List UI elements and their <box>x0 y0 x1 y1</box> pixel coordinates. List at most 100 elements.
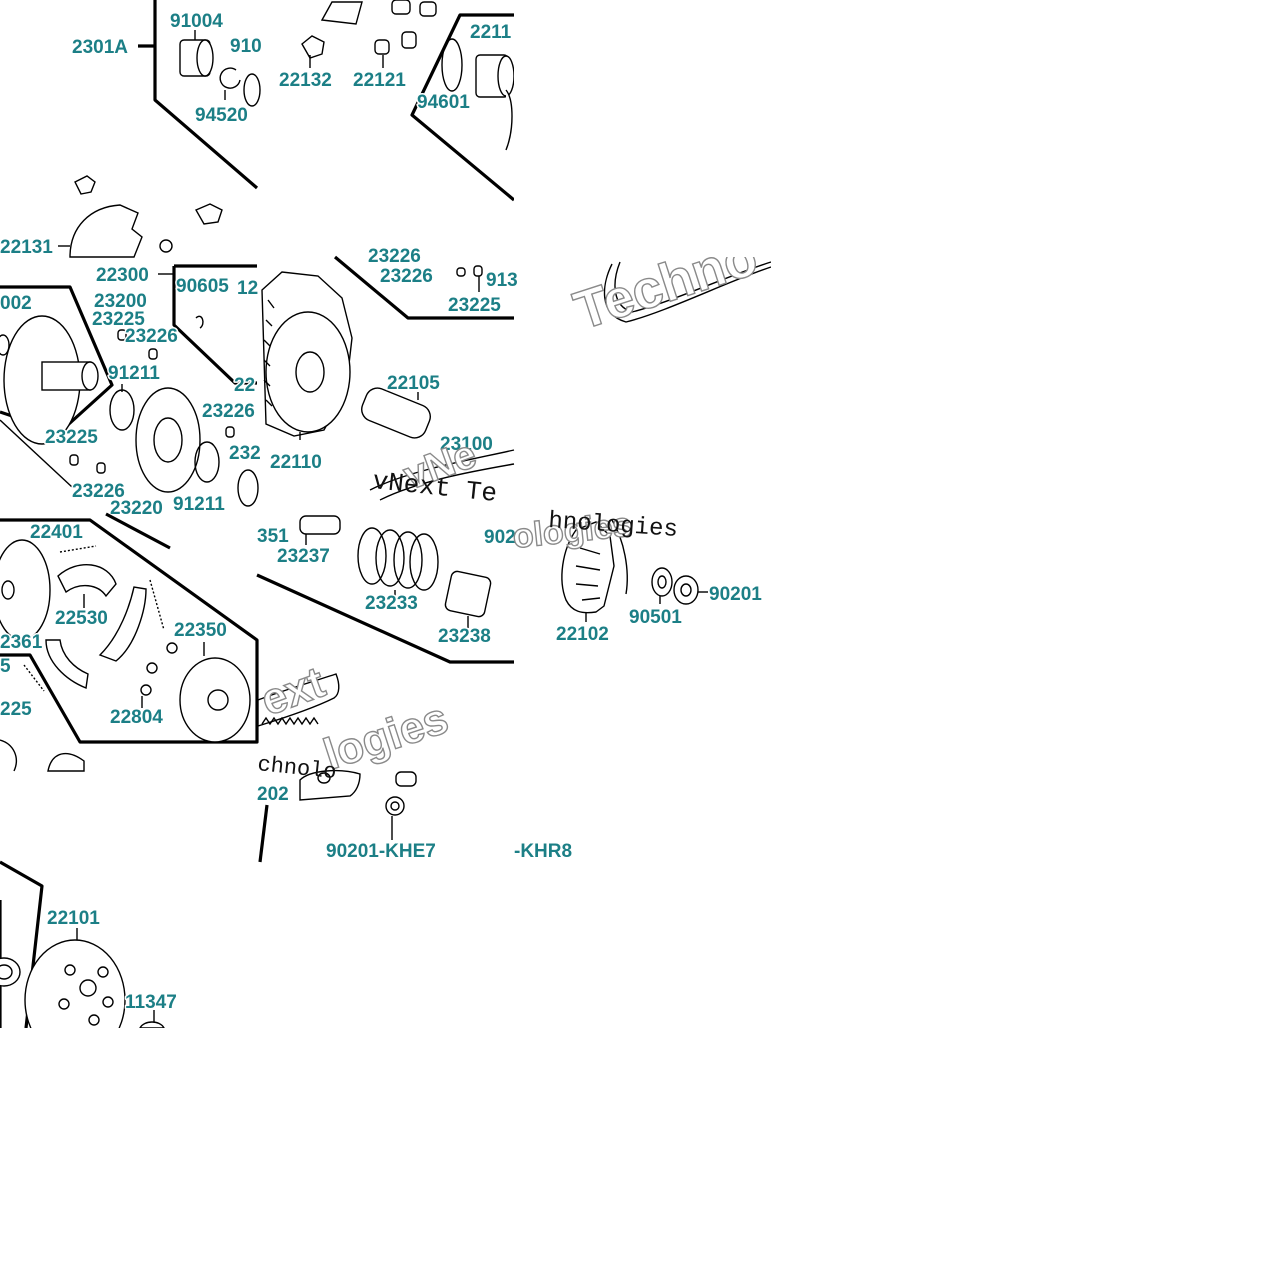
roller-part <box>419 1 437 17</box>
part-label: 2301A <box>72 37 128 58</box>
tile-drive-face: 2211 22132 22121 94601 <box>278 0 516 202</box>
part-label: 913 <box>486 270 518 291</box>
slider-part <box>301 35 325 59</box>
o-ring-part <box>441 38 463 92</box>
clip-part <box>195 315 204 329</box>
part-label: 94601 <box>417 92 470 113</box>
circlip-part <box>219 67 241 89</box>
part-label: 22105 <box>387 373 440 394</box>
roller-part <box>391 0 411 15</box>
part-label: 351 <box>257 526 289 547</box>
driven-face-hub <box>153 417 183 463</box>
bushing-face <box>196 39 214 77</box>
part-label: 22300 <box>96 265 149 286</box>
part-label: 22350 <box>174 620 227 641</box>
washer-hole <box>657 575 667 589</box>
drive-pulley-hub <box>295 351 325 393</box>
washer-part <box>651 567 673 597</box>
part-label: 23225 <box>45 427 98 448</box>
clutch-plate-part <box>0 539 51 641</box>
o-ring-part <box>109 389 135 431</box>
bell-hole <box>317 772 331 784</box>
tile-nut: 202 90201-KHE7 <box>256 769 437 864</box>
clutch-shoe-part <box>98 586 147 662</box>
fan-fins <box>263 299 275 407</box>
pin-part <box>148 348 158 360</box>
part-label: 22 <box>234 375 255 396</box>
part-label: 23226 <box>380 266 433 287</box>
part-label: 23238 <box>438 626 491 647</box>
clutch-shoe-part <box>57 563 117 598</box>
part-label: 225 <box>0 699 32 720</box>
bell-hole <box>79 979 97 997</box>
roller-part <box>401 31 417 49</box>
part-label: 22530 <box>55 608 108 629</box>
part-label: 23237 <box>277 546 330 567</box>
spring-part <box>149 579 165 631</box>
group-boundary-line <box>105 512 171 550</box>
part-label: 23225 <box>448 295 501 316</box>
seal-part <box>0 334 10 356</box>
bell-hole <box>97 966 109 978</box>
part-label: 23200 <box>94 291 147 312</box>
fan-fins <box>575 547 601 601</box>
part-label: -KHR8 <box>514 841 572 862</box>
part-label: 002 <box>0 293 32 314</box>
bell-hole <box>64 964 76 976</box>
group-boundary-line <box>410 13 516 202</box>
part-label: 11347 <box>125 992 177 1013</box>
pin-part <box>69 454 79 466</box>
part-label: 23220 <box>110 498 163 519</box>
fan-edge <box>611 519 628 595</box>
belt-edge <box>379 463 515 501</box>
part-label: 91211 <box>173 494 225 515</box>
part-label: 23226 <box>368 246 421 267</box>
empty-area <box>0 1028 1285 1285</box>
bell-hole <box>102 996 114 1008</box>
spring-coil <box>375 529 405 587</box>
watermark-text: logies <box>318 694 454 780</box>
drive-face-edge <box>505 89 513 151</box>
empty-area <box>514 0 1285 257</box>
part-label: 22401 <box>30 522 83 543</box>
empty-area <box>771 257 1285 771</box>
pin-part <box>166 642 178 654</box>
tile-movable-face: 23226 23226 913 23225 22105 23100 22110 <box>261 245 519 501</box>
roller-part <box>159 239 173 253</box>
bell-hole <box>58 998 70 1010</box>
roller-part <box>374 39 390 55</box>
part-label: 910 <box>230 36 262 57</box>
part-label: 22132 <box>279 70 332 91</box>
part-label: 23226 <box>202 401 255 422</box>
movable-drive-face <box>69 204 143 258</box>
tile-driven-pulley: 22300 002 23200 23225 23226 90605 12 912… <box>0 264 262 521</box>
group-boundary-line <box>258 804 269 863</box>
part-label: 90201 <box>709 584 762 605</box>
ramp-plate-part <box>320 1 363 25</box>
part-label: 22804 <box>110 707 163 728</box>
part-label: 22101 <box>47 908 100 929</box>
bearing-part <box>0 957 21 987</box>
part-label: 23225 <box>92 309 145 330</box>
seal-part <box>0 739 18 772</box>
group-boundary-line <box>172 266 257 385</box>
spring-part <box>23 664 45 692</box>
clutch-bell-edge <box>299 769 361 801</box>
part-label: 22110 <box>270 452 322 473</box>
tile-clutch-cover: 2301A 91004 910 94520 22131 <box>0 0 263 260</box>
spring-part <box>59 545 97 553</box>
part-label: 23226 <box>72 481 125 502</box>
group-boundary-line <box>333 255 514 320</box>
clutch-carrier-plate <box>179 657 251 743</box>
bushing-part <box>395 771 417 787</box>
part-label: 22131 <box>0 237 53 258</box>
part-label: 91211 <box>108 363 160 384</box>
part-label: 12 <box>237 278 258 299</box>
group-boundary-line <box>0 419 73 488</box>
bell-hole <box>88 1014 100 1026</box>
part-label: 232 <box>229 443 261 464</box>
belt-teeth <box>261 716 319 726</box>
plate-hole <box>1 580 15 600</box>
nut-part <box>673 575 699 605</box>
